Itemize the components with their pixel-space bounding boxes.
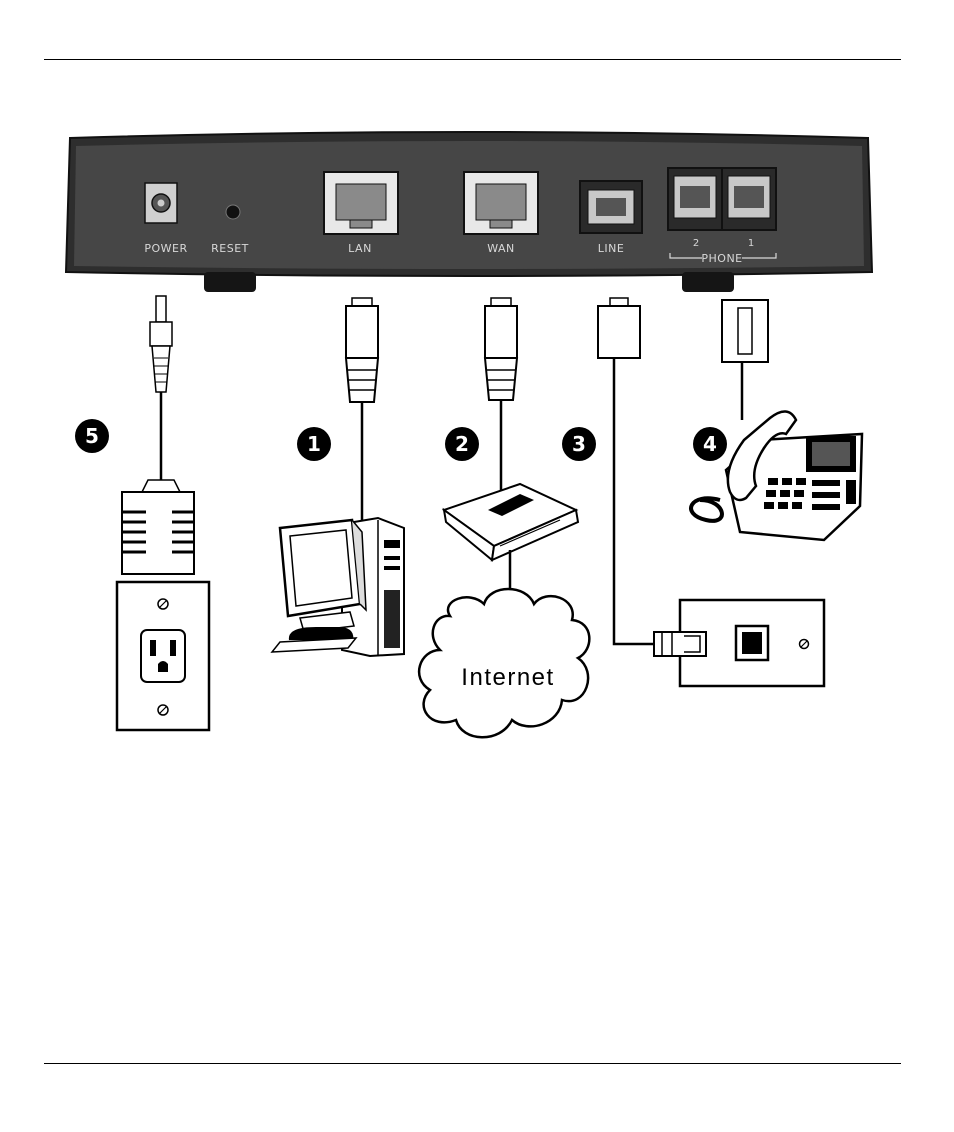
svg-text:3: 3 bbox=[572, 432, 586, 456]
svg-text:4: 4 bbox=[703, 432, 717, 456]
phone-port-2-label: 2 bbox=[693, 238, 699, 249]
modem bbox=[444, 484, 578, 602]
device-rear-panel: POWER RESET LAN WAN LINE bbox=[66, 132, 872, 292]
computer bbox=[272, 518, 404, 656]
phone-group-label: PHONE bbox=[701, 252, 742, 265]
callout-1: 1 bbox=[297, 427, 331, 461]
callout-3: 3 bbox=[562, 427, 596, 461]
wan-port bbox=[464, 172, 538, 234]
svg-text:5: 5 bbox=[85, 424, 99, 448]
internet-label: Internet bbox=[461, 664, 554, 691]
callout-4: 4 bbox=[693, 427, 727, 461]
lan-port-label: LAN bbox=[348, 242, 372, 255]
callout-5: 5 bbox=[75, 419, 109, 453]
wan-port-label: WAN bbox=[487, 242, 515, 255]
power-port-label: POWER bbox=[144, 242, 187, 255]
wall-outlet bbox=[117, 582, 209, 730]
line-port-label: LINE bbox=[598, 242, 625, 255]
power-jack bbox=[145, 183, 177, 223]
wan-cable bbox=[485, 298, 517, 494]
internet-cloud: Internet bbox=[419, 589, 589, 737]
svg-text:2: 2 bbox=[455, 432, 469, 456]
callout-2: 2 bbox=[445, 427, 479, 461]
device-foot-left bbox=[204, 272, 256, 292]
phone-port-2 bbox=[668, 168, 722, 230]
lan-port bbox=[324, 172, 398, 234]
power-cable bbox=[150, 296, 172, 480]
phone-port-1-label: 1 bbox=[748, 238, 754, 249]
line-cable bbox=[598, 298, 656, 644]
reset-button bbox=[226, 205, 240, 219]
phone-cable bbox=[722, 300, 768, 420]
lan-cable bbox=[346, 298, 378, 524]
device-foot-right bbox=[682, 272, 734, 292]
power-adapter bbox=[122, 480, 194, 574]
svg-text:1: 1 bbox=[307, 432, 321, 456]
reset-port-label: RESET bbox=[211, 242, 249, 255]
telephone-wall-jack bbox=[654, 600, 824, 686]
phone-port-1 bbox=[722, 168, 776, 230]
line-port bbox=[580, 181, 642, 233]
